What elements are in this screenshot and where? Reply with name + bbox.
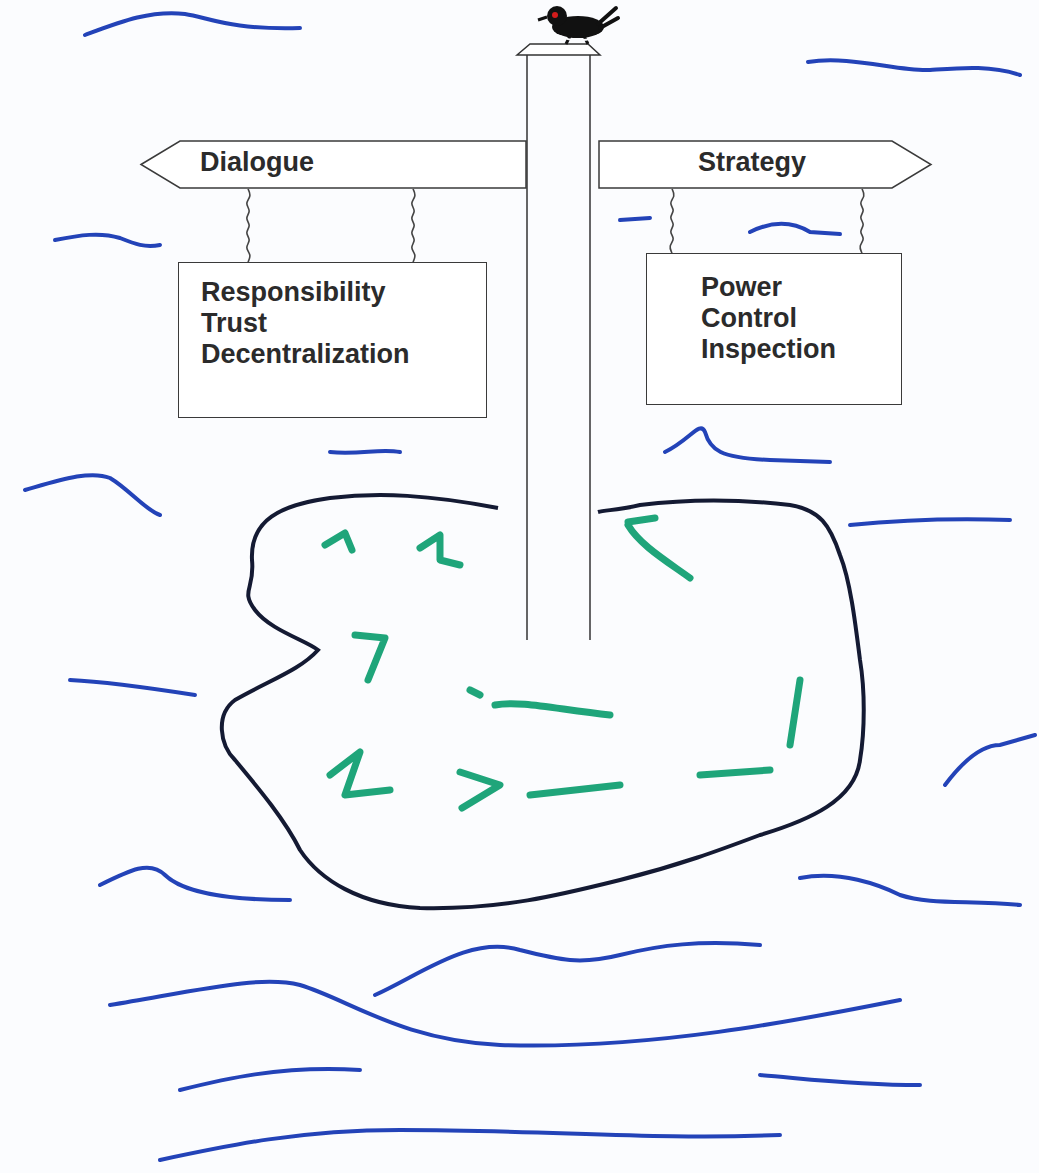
arrow-outline (140, 140, 527, 189)
bird (538, 6, 618, 44)
signpost-arrow: Strategy (598, 140, 932, 189)
sign-text: Dialogue (200, 147, 314, 178)
island-grass (325, 518, 800, 808)
sign-text: Responsibility (201, 277, 386, 308)
sign-text: Decentralization (201, 339, 410, 370)
sign-text: Trust (201, 308, 267, 339)
chain-connector (247, 189, 250, 262)
sea-waves (25, 13, 1035, 1160)
sign-text: Power (701, 272, 782, 303)
chain-connector (670, 189, 674, 253)
sign-text: Inspection (701, 334, 836, 365)
hanging-board: ResponsibilityTrustDecentralization (178, 262, 487, 418)
sign-text: Control (701, 303, 797, 334)
sign-text: Strategy (698, 147, 806, 178)
signpost-arrow: Dialogue (140, 140, 527, 189)
island-outline (222, 495, 864, 908)
signpost (517, 44, 600, 640)
hanging-board: PowerControlInspection (646, 253, 902, 405)
chain-connector (860, 189, 864, 253)
chain-connector (412, 189, 415, 262)
